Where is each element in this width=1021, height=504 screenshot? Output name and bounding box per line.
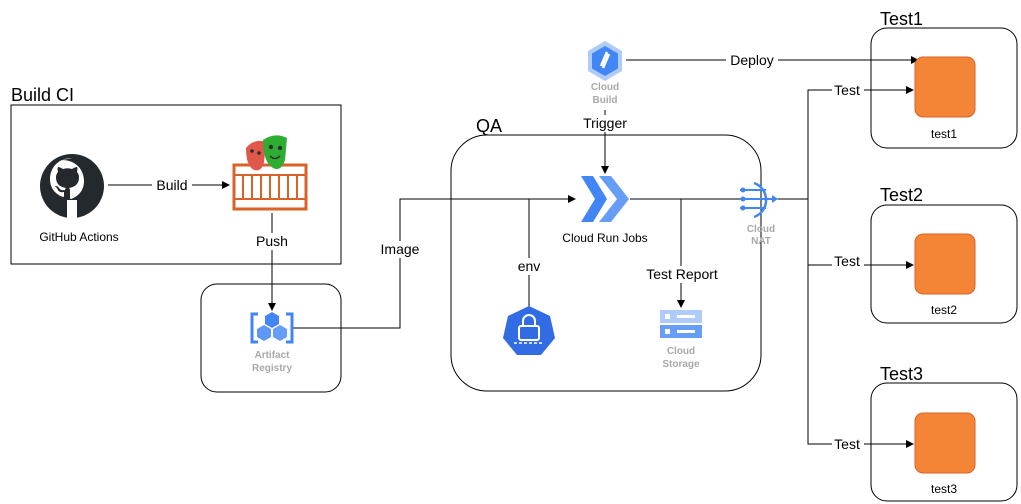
- edge-test-report-label: Test Report: [646, 266, 718, 282]
- test2-title: Test2: [880, 185, 923, 205]
- github-icon: [40, 154, 104, 218]
- edge-test-2-label: Test: [834, 253, 860, 269]
- artifact-registry-node: Artifact Registry: [250, 312, 294, 374]
- cloud-run-node: Cloud Run Jobs: [562, 176, 648, 245]
- cloud-nat-icon: [740, 181, 778, 219]
- edge-test-1: [807, 86, 914, 199]
- edge-trigger-label: Trigger: [583, 115, 627, 131]
- test2-node: test2: [914, 233, 976, 317]
- edge-image: [292, 195, 576, 329]
- cloud-nat-label-line2: NAT: [751, 236, 771, 247]
- cloud-build-icon: [588, 41, 622, 81]
- instance-icon: [914, 233, 976, 295]
- cloud-build-node: Cloud Build: [588, 41, 622, 106]
- container-node: [232, 135, 308, 211]
- qa-title: QA: [476, 116, 502, 136]
- edge-deploy-label: Deploy: [730, 52, 774, 68]
- edge-push-label: Push: [256, 233, 288, 249]
- instance-icon: [914, 412, 976, 474]
- github-node: GitHub Actions: [39, 154, 119, 244]
- build-ci-title: Build CI: [11, 85, 74, 105]
- kubernetes-secret-icon: [503, 306, 555, 355]
- cloud-storage-icon: [660, 310, 702, 338]
- test1-label: test1: [931, 127, 957, 141]
- test1-node: test1: [914, 56, 976, 141]
- test3-label: test3: [931, 482, 957, 496]
- artifact-label-line1: Artifact: [254, 350, 290, 361]
- edge-image-label: Image: [381, 241, 420, 257]
- edge-test-1-label: Test: [834, 82, 860, 98]
- test3-group: [870, 382, 1018, 502]
- test3-node: test3: [914, 412, 976, 496]
- artifact-registry-icon: [250, 312, 294, 344]
- github-label: GitHub Actions: [39, 230, 118, 244]
- cloud-run-label: Cloud Run Jobs: [562, 231, 647, 245]
- instance-icon: [914, 56, 976, 118]
- cloud-nat-node: Cloud NAT: [740, 181, 778, 247]
- cloud-build-label-line1: Cloud: [591, 82, 619, 93]
- test1-title: Test1: [880, 9, 923, 29]
- artifact-label-line2: Registry: [252, 363, 292, 374]
- cloud-storage-label-line1: Cloud: [667, 346, 695, 357]
- cloud-run-icon: [581, 176, 629, 222]
- test2-label: test2: [931, 303, 957, 317]
- qa-group: [450, 134, 762, 392]
- cloud-build-label-line2: Build: [593, 95, 618, 106]
- test2-group: [870, 204, 1018, 324]
- edge-test-3: [807, 265, 914, 448]
- test3-title: Test3: [880, 364, 923, 384]
- cloud-storage-node: Cloud Storage: [660, 310, 702, 370]
- edge-env-label: env: [518, 258, 541, 274]
- cloud-storage-label-line2: Storage: [662, 359, 700, 370]
- edge-build-label: Build: [156, 177, 187, 193]
- secret-node: [503, 306, 555, 355]
- build-ci-group: [10, 104, 342, 265]
- cloud-nat-label-line1: Cloud: [747, 224, 775, 235]
- edge-test-3-label: Test: [834, 436, 860, 452]
- artifact-group: [200, 283, 342, 393]
- playwright-masks-icon: [246, 135, 287, 171]
- container-icon: [232, 163, 308, 211]
- test1-group: [870, 27, 1018, 149]
